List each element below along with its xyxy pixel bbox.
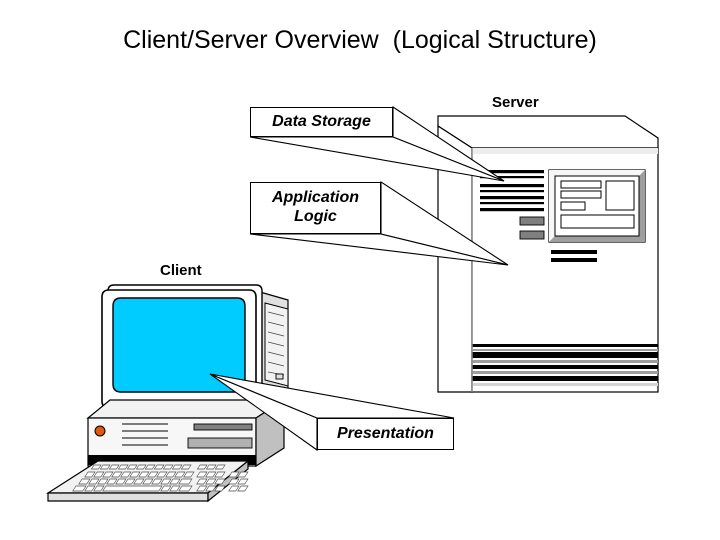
server-indicator-bars [551,250,597,262]
callout-data-storage: Data Storage [250,107,393,137]
keyboard-keys [72,464,249,492]
monitor-vent-foot [275,373,284,380]
power-led-icon [94,425,106,437]
server-slot-buttons [519,216,545,240]
case-drive-slot-bottom [187,437,253,449]
client-label: Client [160,262,202,279]
server-display-panel [548,169,646,243]
server-bottom-grille [472,344,658,386]
leader-data-storage-lower [249,136,505,182]
keyboard [45,459,250,503]
monitor-vent-lines [267,311,285,376]
case-bottom-strip [88,455,256,465]
page-title: Client/Server Overview (Logical Structur… [123,26,597,54]
server-label: Server [492,94,539,111]
case-drive-slot-top [193,423,253,431]
callout-presentation: Presentation [317,418,454,450]
server-tower [437,115,659,393]
leader-application-logic-lower [249,233,509,266]
callout-application-logic: Application Logic [250,182,381,234]
server-drive-bays [480,170,544,212]
server-front-top-strip [472,148,658,154]
case-vent-lines [122,423,168,446]
